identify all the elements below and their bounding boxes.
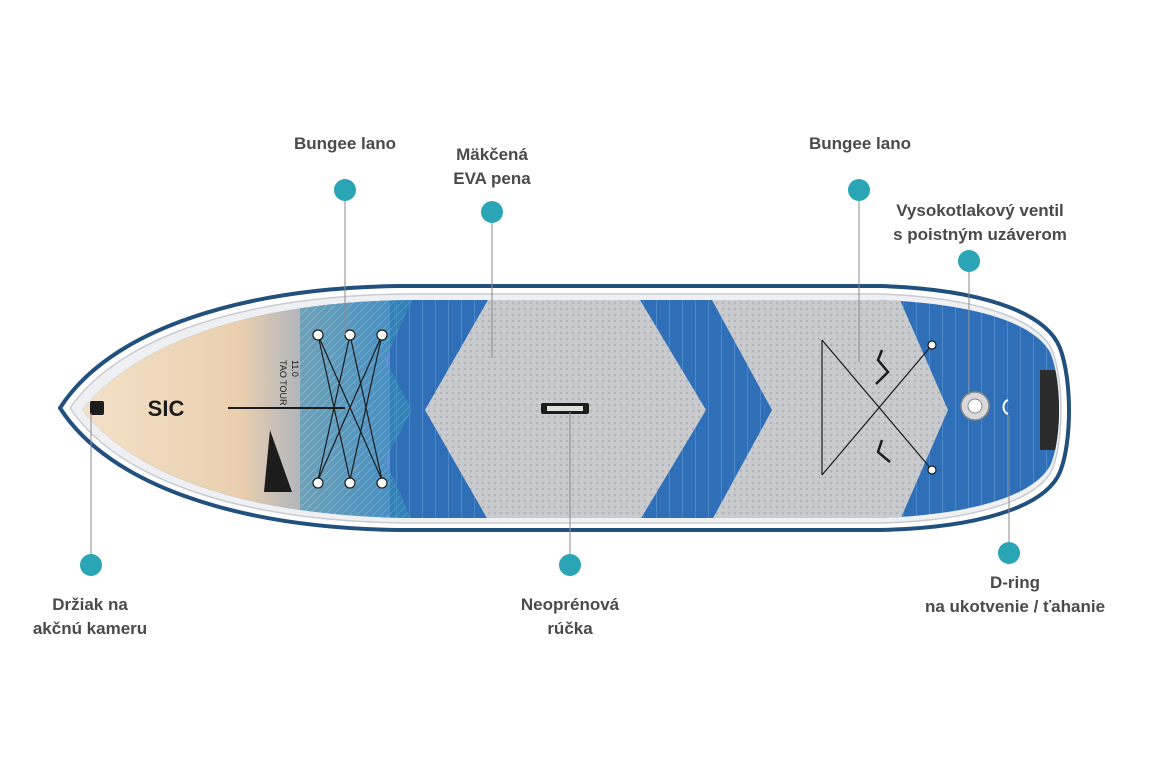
label-line: D-ring: [989, 573, 1041, 592]
callout-dot-valve: [958, 250, 980, 272]
label-bungee-rear: Bungee lano: [790, 132, 930, 156]
callout-dot-camera-mount: [80, 554, 102, 576]
label-valve: Vysokotlakový ventil s poistným uzáverom: [870, 199, 1090, 247]
label-line: rúčka: [547, 619, 593, 638]
callout-dot-handle: [559, 554, 581, 576]
size-text: 11.0: [290, 360, 300, 377]
front-bungee: [312, 329, 388, 489]
rear-bungee: [821, 339, 937, 476]
label-camera-mount: Držiak na akčnú kameru: [20, 593, 160, 641]
callout-dot-d-ring: [998, 542, 1020, 564]
label-line: na ukotvenie / ťahanie: [924, 597, 1106, 616]
label-line: Vysokotlakový ventil: [896, 201, 1064, 220]
callout-dot-eva-foam: [481, 201, 503, 223]
label-d-ring: D-ring na ukotvenie / ťahanie: [905, 571, 1125, 619]
label-line: EVA pena: [453, 169, 531, 188]
label-line: s poistným uzáverom: [893, 225, 1067, 244]
sic-logo: SIC: [148, 396, 185, 421]
label-handle: Neoprénová rúčka: [495, 593, 645, 641]
label-line: Neoprénová: [520, 595, 620, 614]
label-eva-foam: Mäkčená EVA pena: [422, 143, 562, 191]
label-line: akčnú kameru: [32, 619, 148, 638]
label-bungee-front: Bungee lano: [275, 132, 415, 156]
callout-dot-bungee-front: [334, 179, 356, 201]
eva-rear-pad: [712, 300, 948, 518]
label-line: Držiak na: [52, 595, 128, 614]
label-line: Bungee lano: [808, 134, 911, 153]
model-text: TAO TOUR: [278, 360, 288, 406]
callout-dot-bungee-rear: [848, 179, 870, 201]
leader-lines: [90, 190, 1010, 565]
deck: [82, 300, 1059, 518]
carry-handle: [541, 403, 589, 414]
label-line: Bungee lano: [293, 134, 396, 153]
label-line: Mäkčená: [456, 145, 528, 164]
valve: [960, 391, 990, 421]
d-ring: [1002, 399, 1009, 415]
nose-logo: SIC: [90, 396, 345, 421]
